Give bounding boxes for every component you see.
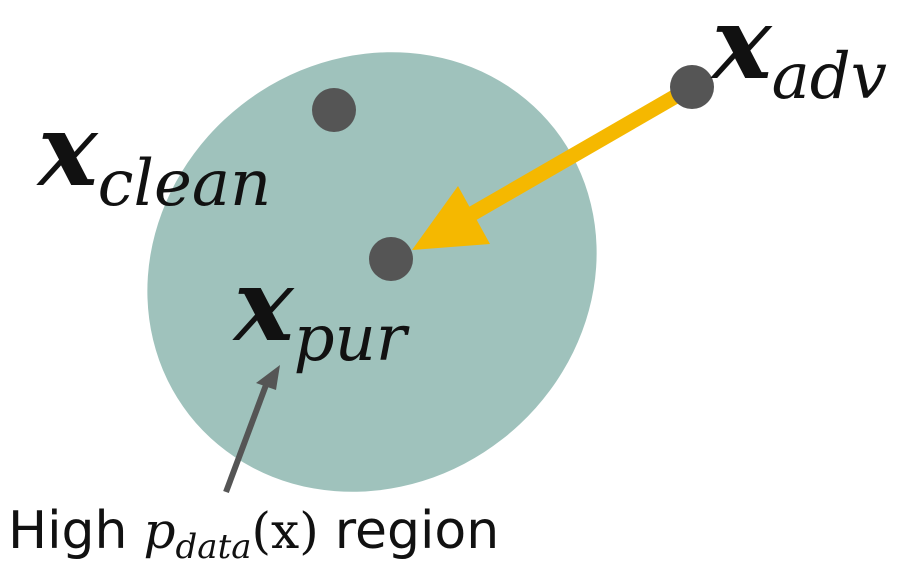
caption-word-high: High [8,501,128,561]
label-x-clean: xclean [36,91,271,221]
high-density-region [147,52,597,492]
purification-arrow [412,81,694,250]
caption-math-p: p [144,502,176,560]
label-x-clean-base: x [36,91,99,209]
point-x-adv [670,65,714,109]
region-pointer-arrow [223,365,280,494]
caption-word-region: region [335,501,499,561]
label-x-adv: xadv [710,0,887,114]
point-x-clean [312,88,356,132]
label-x-pur: xpur [232,246,410,376]
label-x-pur-sub: pur [294,302,410,376]
point-x-pur [369,237,413,281]
label-x-clean-sub: clean [98,147,272,221]
label-x-adv-sub: adv [772,40,887,114]
label-x-adv-base: x [710,0,773,102]
label-x-pur-base: x [232,246,295,364]
caption-math-arg: (x) [252,502,319,560]
caption-math-sub-data: data [176,527,252,567]
